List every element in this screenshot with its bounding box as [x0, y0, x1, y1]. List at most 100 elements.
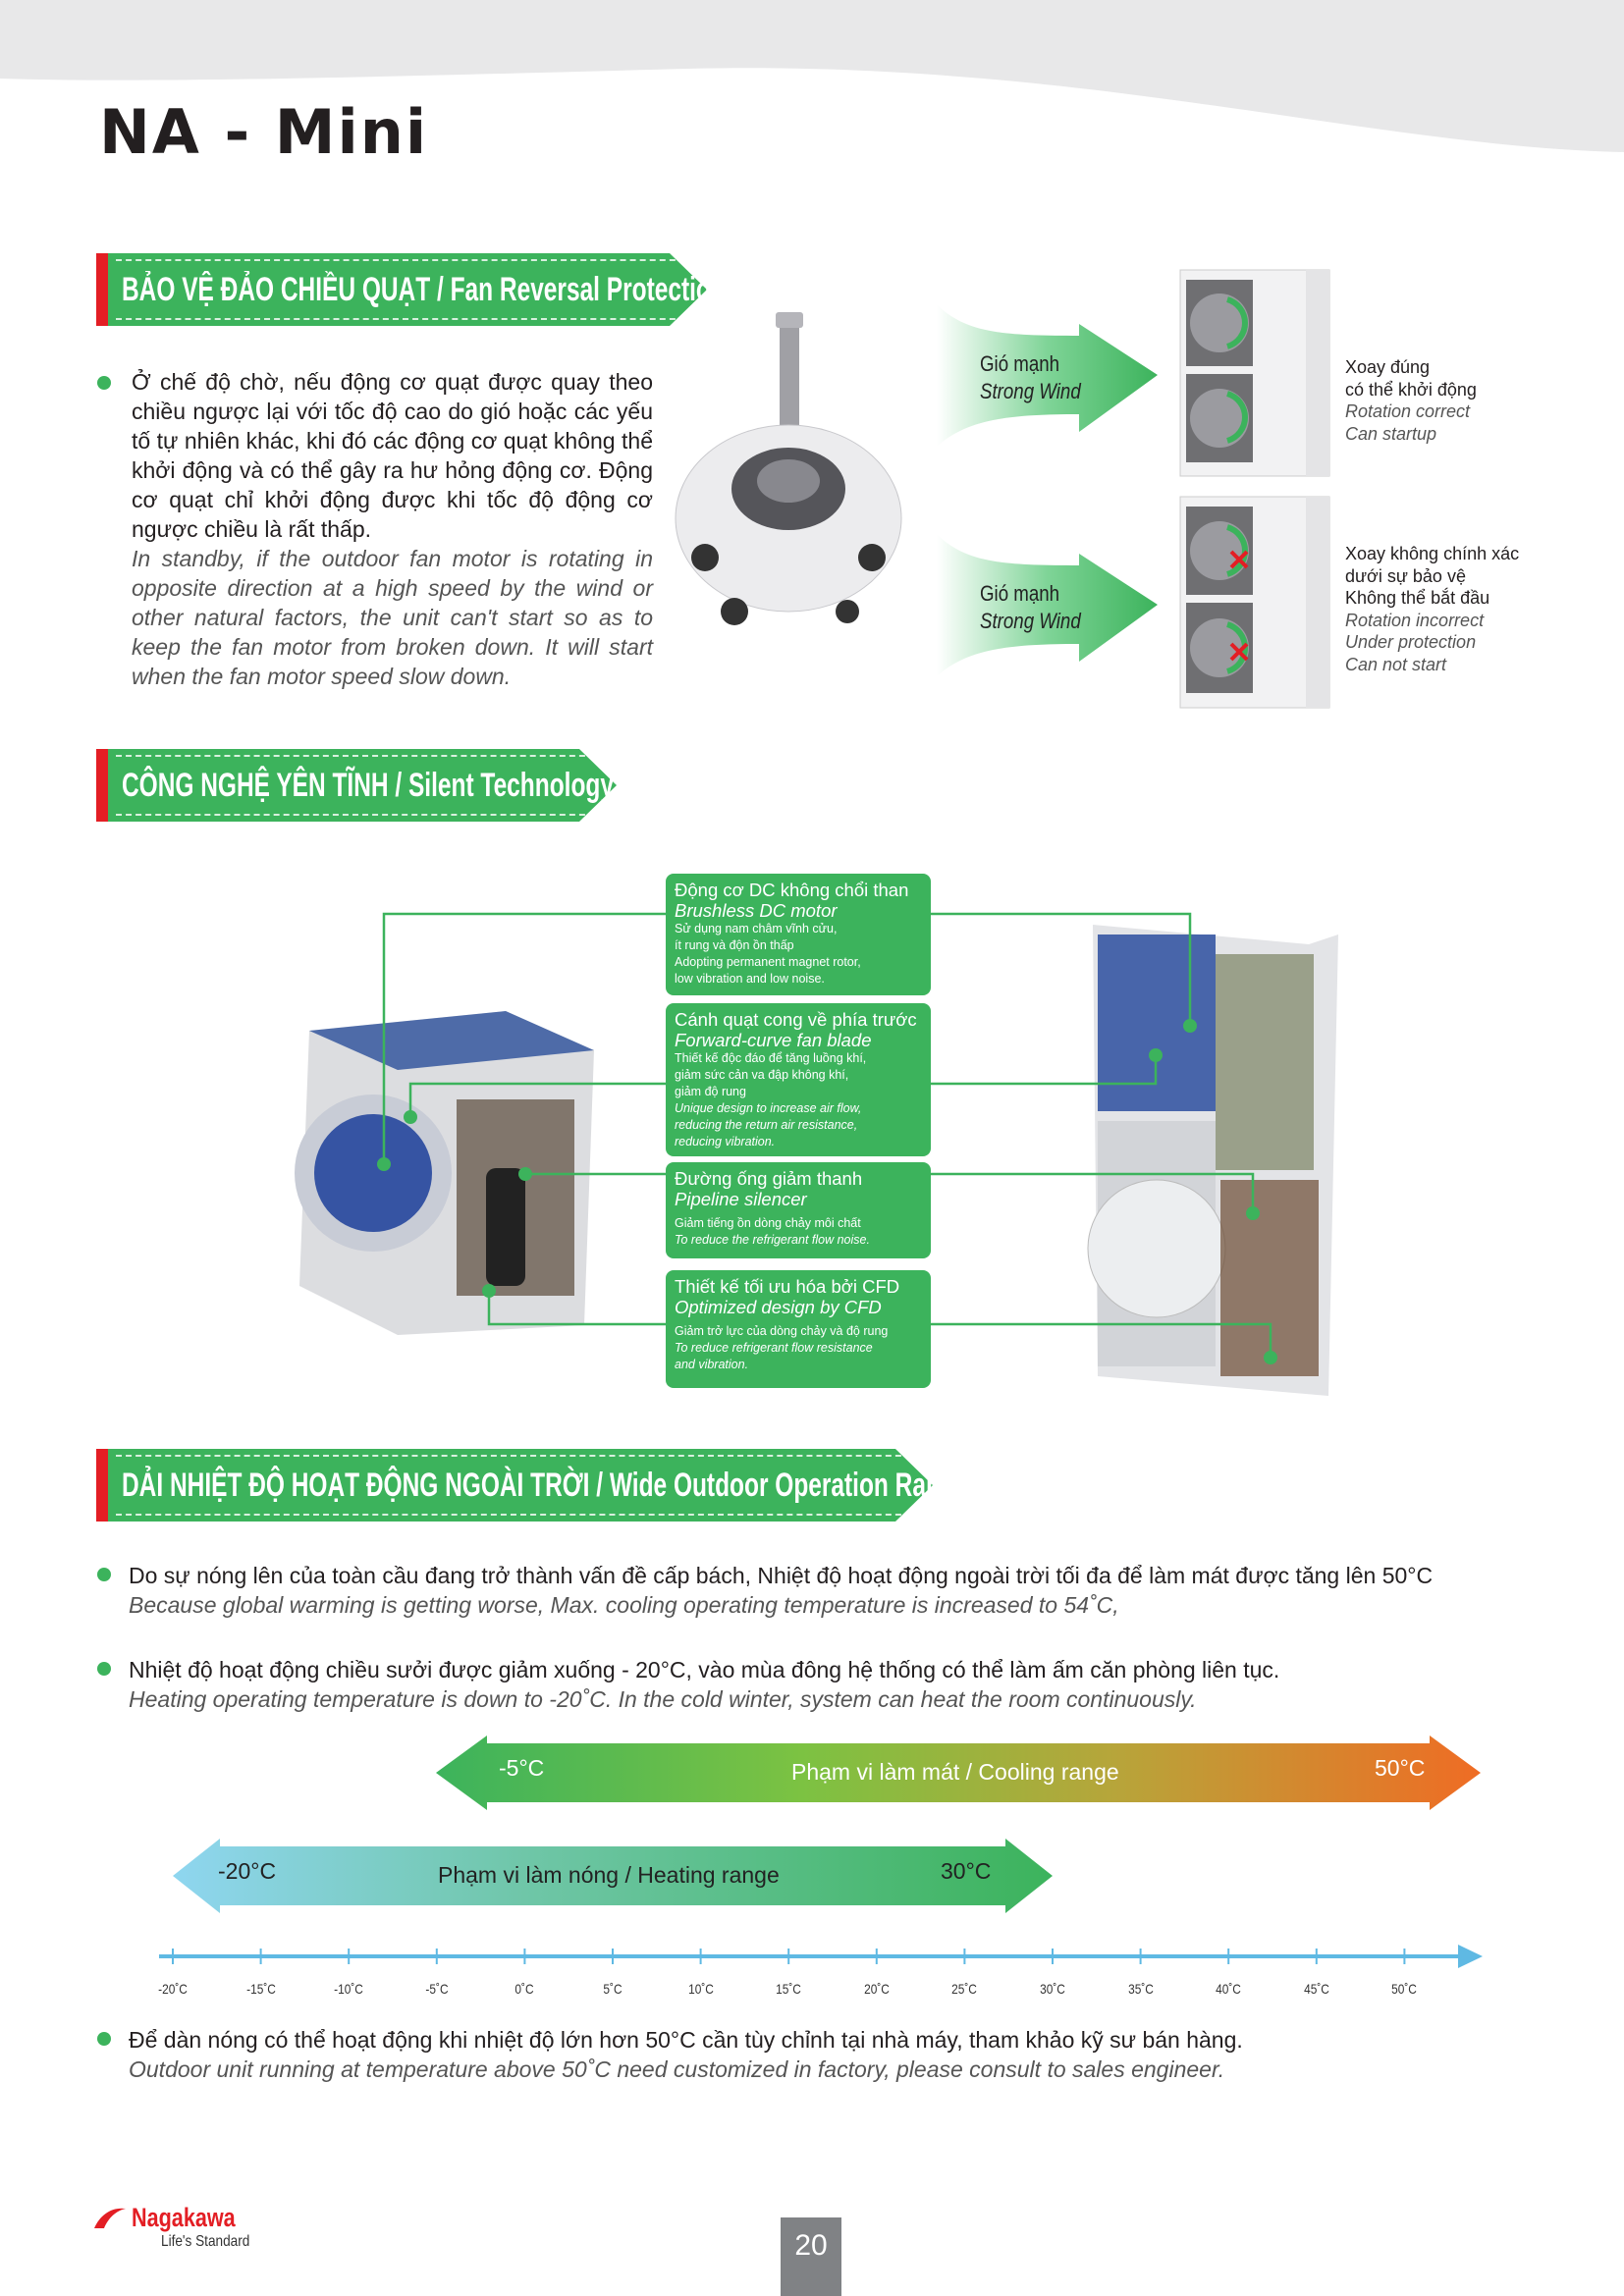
axis-tick-label: -10˚C: [334, 1981, 364, 1997]
section-heading: BẢO VỆ ĐẢO CHIỀU QUẠT / Fan Reversal Pro…: [122, 271, 726, 308]
bullet-icon: [97, 2032, 111, 2046]
heating-label: Phạm vi làm nóng / Heating range: [438, 1862, 780, 1888]
feature-desc: giảm sức cản va đập không khí,: [675, 1068, 849, 1082]
cooling-range-arrow: -5°C Phạm vi làm mát / Cooling range 50°…: [436, 1735, 1481, 1810]
feature-title: Đường ống giảm thanh: [675, 1168, 863, 1189]
heating-min: -20°C: [218, 1858, 277, 1884]
feature-desc: To reduce the refrigerant flow noise.: [675, 1233, 870, 1247]
brand-name: Nagakawa: [132, 2203, 237, 2232]
feature-desc: giảm độ rung: [675, 1085, 746, 1098]
feature-title-en: Pipeline silencer: [675, 1189, 807, 1209]
page-number: 20: [781, 2217, 841, 2296]
cooling-max: 50°C: [1375, 1755, 1426, 1781]
wind-label-vi: Gió mạnh: [980, 351, 1060, 376]
caption-line: Rotation correct: [1345, 401, 1471, 421]
caption-line: dưới sự bảo vệ: [1345, 565, 1466, 586]
cooling-temp-note: Do sự nóng lên của toàn cầu đang trở thà…: [129, 1561, 1433, 1620]
logo-swoosh-icon: [94, 2208, 126, 2228]
feature-title-en: Brushless DC motor: [675, 900, 838, 921]
feature-title-en: Optimized design by CFD: [675, 1297, 882, 1317]
feature-desc: To reduce refrigerant flow resistance: [675, 1341, 873, 1355]
caption-line: Xoay đúng: [1345, 357, 1431, 377]
outdoor-unit-correct-image: [1179, 269, 1330, 477]
description-en: In standby, if the outdoor fan motor is …: [132, 546, 653, 689]
axis-tick-label: 20˚C: [863, 1981, 890, 1997]
brand-slogan: Life's Standard: [161, 2233, 250, 2250]
note-en: Heating operating temperature is down to…: [129, 1686, 1197, 1712]
axis-tick-label: -20˚C: [158, 1981, 188, 1997]
feature-title-en: Forward-curve fan blade: [675, 1030, 872, 1050]
feature-desc: reducing vibration.: [675, 1135, 776, 1148]
axis-tick-label: 0˚C: [514, 1981, 534, 1997]
caption-line: Rotation incorrect: [1345, 610, 1485, 630]
outdoor-unit-incorrect-image: [1179, 496, 1330, 709]
caption-line: Under protection: [1345, 632, 1477, 652]
temperature-axis: [159, 1945, 1483, 1968]
caption-line: có thể khởi động: [1345, 379, 1477, 400]
axis-tick-label: -5˚C: [425, 1981, 449, 1997]
wind-label-vi: Gió mạnh: [980, 581, 1060, 606]
section-banner-fan-reversal: BẢO VỆ ĐẢO CHIỀU QUẠT / Fan Reversal Pro…: [96, 253, 726, 326]
heating-max: 30°C: [941, 1858, 992, 1884]
axis-tick-label: 35˚C: [1127, 1981, 1154, 1997]
note-en: Outdoor unit running at temperature abov…: [129, 2056, 1225, 2082]
nagakawa-logo: Nagakawa Life's Standard: [92, 2203, 265, 2251]
axis-tick-label: 40˚C: [1216, 1981, 1242, 1997]
customization-note: Để dàn nóng có thể hoạt động khi nhiệt đ…: [129, 2025, 1243, 2084]
axis-tick-label: 5˚C: [603, 1981, 623, 1997]
note-vi: Để dàn nóng có thể hoạt động khi nhiệt đ…: [129, 2027, 1243, 2053]
fan-motor-image: [675, 312, 902, 625]
bullet-icon: [97, 376, 111, 390]
axis-tick-label: 25˚C: [951, 1981, 978, 1997]
outdoor-unit-left-cutaway-image: [295, 1011, 594, 1335]
axis-tick-label: 50˚C: [1391, 1981, 1418, 1997]
axis-tick-label: 45˚C: [1303, 1981, 1329, 1997]
caption-line: Can not start: [1345, 654, 1447, 674]
caption-line: Can startup: [1345, 423, 1437, 444]
bullet-icon: [97, 1662, 111, 1676]
section-banner-silent: CÔNG NGHỆ YÊN TĨNH / Silent Technology: [96, 749, 617, 822]
feature-title: Thiết kế tối ưu hóa bởi CFD: [675, 1276, 900, 1297]
outdoor-unit-right-cutaway-image: [1087, 925, 1338, 1396]
wind-label-en: Strong Wind: [980, 609, 1081, 633]
section-heading: DẢI NHIỆT ĐỘ HOẠT ĐỘNG NGOÀI TRỜI / Wide…: [122, 1467, 969, 1504]
feature-desc: Sử dụng nam châm vĩnh cửu,: [675, 922, 838, 935]
feature-desc: ít rung và độn ồn thấp: [675, 938, 794, 952]
feature-desc: Giảm trở lực của dòng chảy và độ rung: [675, 1324, 889, 1338]
heating-range-arrow: -20°C Phạm vi làm nóng / Heating range 3…: [173, 1839, 1053, 1913]
note-en: Because global warming is getting worse,…: [129, 1592, 1119, 1618]
axis-tick-label: 30˚C: [1040, 1981, 1065, 1997]
axis-tick-label: -15˚C: [245, 1981, 276, 1997]
feature-title: Cánh quạt cong về phía trước: [675, 1009, 917, 1030]
heating-temp-note: Nhiệt độ hoạt động chiều sưởi được giảm …: [129, 1655, 1279, 1714]
caption-line: Không thể bắt đầu: [1345, 588, 1490, 608]
page-title: NA - Mini: [99, 96, 429, 168]
feature-desc: Thiết kế độc đáo để tăng luồng khí,: [675, 1051, 867, 1065]
cooling-min: -5°C: [499, 1755, 545, 1781]
section-heading: CÔNG NGHỆ YÊN TĨNH / Silent Technology: [122, 767, 614, 804]
feature-desc: Adopting permanent magnet rotor,: [675, 955, 861, 969]
fan-reversal-description: Ở chế độ chờ, nếu động cơ quạt được quay…: [132, 367, 653, 691]
strong-wind-arrow-1: Gió mạnh Strong Wind: [937, 304, 1158, 447]
feature-desc: reducing the return air resistance,: [675, 1118, 858, 1132]
feature-desc: Giảm tiếng ồn dòng chảy môi chất: [675, 1216, 861, 1230]
axis-tick-label: 10˚C: [687, 1981, 714, 1997]
strong-wind-arrow-2: Gió mạnh Strong Wind: [937, 534, 1158, 676]
feature-desc: and vibration.: [675, 1358, 749, 1371]
axis-tick-label: 15˚C: [776, 1981, 802, 1997]
header-wave: [0, 0, 1624, 152]
wind-label-en: Strong Wind: [980, 379, 1081, 403]
feature-desc: low vibration and low noise.: [675, 972, 825, 986]
note-vi: Nhiệt độ hoạt động chiều sưởi được giảm …: [129, 1657, 1280, 1682]
feature-title: Động cơ DC không chổi than: [675, 880, 909, 900]
note-vi: Do sự nóng lên của toàn cầu đang trở thà…: [129, 1563, 1434, 1588]
caption-line: Xoay không chính xác: [1345, 544, 1520, 563]
description-vi: Ở chế độ chờ, nếu động cơ quạt được quay…: [132, 369, 653, 542]
feature-connector-lines: [377, 912, 1277, 1364]
